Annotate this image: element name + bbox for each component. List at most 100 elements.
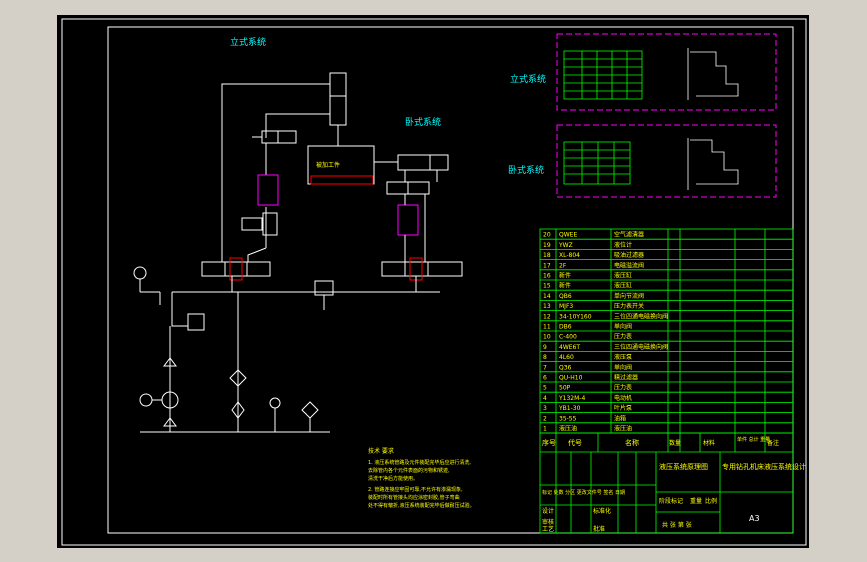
label-horizontal-system-right: 卧式系统: [508, 164, 544, 176]
notes-line-1: 1. 液压系统管路及元件装配完毕后应进行清洗,: [368, 459, 471, 466]
technical-notes: 技术 要求 1. 液压系统管路及元件装配完毕后应进行清洗, 去除管内各个元件表面…: [368, 447, 475, 509]
parts-name-19: 液压油: [614, 425, 632, 433]
parts-name-15: 压力表: [614, 384, 632, 392]
school-name: 专用钻孔机床液压系统设计: [722, 462, 806, 471]
notes-title: 技术 要求: [368, 447, 394, 455]
col-qty: 数量: [669, 439, 681, 447]
parts-number-8: 12: [543, 313, 551, 320]
audit-label: 审核: [542, 518, 554, 526]
design-label: 设计: [542, 507, 554, 515]
filter: [229, 369, 247, 387]
parts-name-14: 精过滤器: [614, 374, 638, 382]
notes-line-6: 处不得有皱折,液压系统装配完毕后做耐压试验。: [368, 502, 475, 509]
parts-number-7: 13: [543, 303, 551, 310]
parts-number-17: 3: [543, 405, 547, 412]
title-block-text: 序号 代号 名称 数量 材料 单件 总计 重量 备注 液压系统原理图 专用钻孔机…: [542, 436, 806, 533]
process-label: 工艺: [542, 525, 554, 533]
parts-number-13: 7: [543, 364, 547, 371]
horizontal-cycle-graph: [687, 138, 739, 190]
parts-number-9: 11: [543, 324, 551, 331]
parts-code-7: MJF3: [559, 303, 573, 310]
paper-size: A3: [749, 514, 760, 523]
parts-name-1: 液位计: [614, 241, 632, 249]
parts-code-2: XL-804: [559, 252, 580, 259]
parts-name-10: 压力表: [614, 333, 632, 341]
parts-code-18: 35-55: [559, 415, 577, 422]
weight-label: 重量: [690, 497, 702, 505]
parts-code-8: 34-10Y160: [559, 313, 592, 320]
col-seq: 序号: [542, 438, 556, 447]
col-material: 材料: [703, 439, 715, 447]
parts-name-16: 电动机: [614, 394, 632, 402]
parts-name-6: 单向节流阀: [614, 292, 644, 300]
parts-code-15: 50P: [559, 385, 571, 392]
parts-number-14: 6: [543, 375, 547, 382]
throttle-valve-1: [257, 174, 279, 206]
parts-code-13: Q36: [559, 364, 572, 371]
approve-label: 批准: [593, 525, 605, 533]
notes-line-2: 去除管内各个元件表面的污物和锈迹,: [368, 467, 450, 474]
outer-frame: [61, 18, 807, 546]
parts-name-17: 叶片泵: [614, 404, 632, 412]
directional-valve-left: [201, 261, 271, 277]
col-weight: 单件 总计 重量: [737, 436, 770, 443]
drawing-canvas: [57, 15, 809, 548]
parts-number-19: 1: [543, 426, 547, 433]
parts-name-18: 油箱: [614, 414, 626, 422]
horizontal-action-table: [563, 141, 631, 185]
notes-line-3: 清洗干净后方能使用。: [368, 475, 418, 482]
stage-label: 阶段标记: [659, 497, 683, 505]
parts-number-16: 4: [543, 395, 547, 402]
parts-code-19: 液压油: [559, 425, 577, 433]
parts-name-2: 吸油过滤器: [614, 251, 644, 259]
parts-name-11: 三位四通电磁换向阀: [614, 343, 668, 351]
parts-number-0: 20: [543, 232, 551, 239]
revision-row: 标记 处数 分区 更改文件号 签名 日期: [542, 489, 625, 496]
standard-label: 标准化: [593, 507, 611, 515]
parts-name-9: 单向阀: [614, 323, 632, 331]
parts-code-6: QB6: [559, 293, 572, 300]
title-block-grid: [539, 432, 794, 534]
vertical-cycle-box: [556, 33, 777, 111]
vertical-cycle-graph: [687, 48, 739, 100]
vertical-action-table: [563, 50, 643, 100]
parts-code-17: YB1-30: [558, 405, 581, 412]
parts-number-4: 16: [543, 273, 551, 280]
parts-code-12: 4L60: [559, 354, 574, 361]
hydraulic-schematic: [133, 72, 463, 433]
col-name: 名称: [625, 438, 639, 447]
notes-line-4: 2. 管路连接应牢固可靠,不允许有渗漏现象,: [368, 486, 463, 493]
col-code: 代号: [568, 438, 582, 447]
parts-name-13: 单向阀: [614, 363, 632, 371]
parts-number-3: 17: [543, 262, 551, 269]
parts-number-10: 10: [543, 334, 551, 341]
col-remark: 备注: [767, 439, 779, 447]
horizontal-cycle-box: [556, 124, 777, 198]
parts-name-7: 压力表开关: [614, 302, 644, 310]
parts-code-11: 4WE6T: [559, 344, 580, 351]
label-horizontal-system: 卧式系统: [405, 116, 441, 128]
drawing-title: 液压系统原理图: [659, 462, 708, 471]
sheet-label: 共 张 第 张: [662, 521, 692, 529]
parts-code-0: QWEE: [559, 232, 577, 239]
parts-name-12: 液压泵: [614, 353, 632, 361]
throttle-valve-2: [397, 204, 419, 236]
label-vertical-system: 立式系统: [230, 36, 266, 48]
parts-number-18: 2: [543, 415, 547, 422]
parts-code-3: 2F: [559, 262, 567, 269]
parts-number-2: 18: [543, 252, 551, 259]
parts-number-12: 8: [543, 354, 547, 361]
parts-name-0: 空气滤清器: [614, 231, 644, 239]
parts-name-8: 三位四通电磁换向阀: [614, 312, 668, 320]
parts-number-6: 14: [543, 293, 551, 300]
parts-code-4: 新件: [559, 272, 571, 280]
parts-number-15: 5: [543, 385, 547, 392]
parts-name-5: 液压缸: [614, 282, 632, 290]
label-vertical-system-right: 立式系统: [510, 73, 546, 85]
parts-name-3: 电磁溢流阀: [614, 261, 644, 269]
parts-number-5: 15: [543, 283, 551, 290]
parts-number-1: 19: [543, 242, 551, 249]
parts-code-5: 新件: [559, 282, 571, 290]
parts-code-14: QU-H10: [559, 375, 583, 382]
